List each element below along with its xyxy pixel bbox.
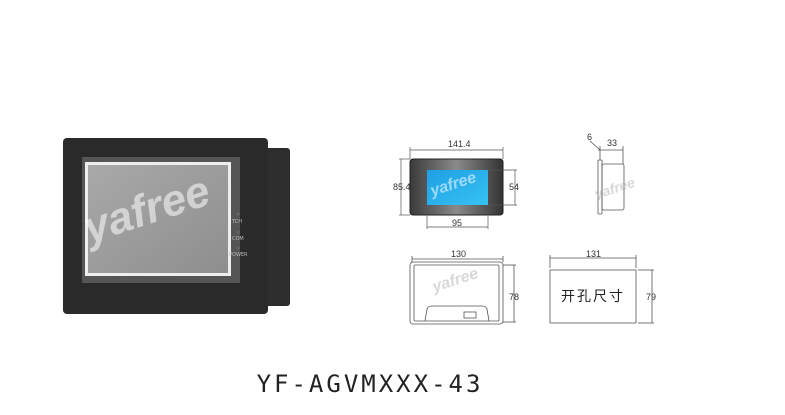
dim-front-width: 141.4 — [448, 139, 471, 149]
dim-back-height: 78 — [509, 292, 520, 302]
dim-front-height: 85.4 — [393, 182, 411, 192]
dim-back-width: 130 — [451, 249, 467, 259]
side-view-drawing — [589, 140, 625, 215]
dim-side-depth: 33 — [607, 138, 618, 148]
dim-cutout-width: 131 — [586, 249, 602, 259]
led-label-power: POWER — [229, 252, 248, 258]
dim-screen-height: 54 — [509, 182, 520, 192]
dim-side-bezel: 6 — [587, 132, 593, 142]
dim-cutout-height: 79 — [646, 292, 657, 302]
model-title: YF-AGVMXXX-43 — [256, 370, 484, 398]
back-view-drawing — [409, 256, 516, 325]
touch-screen — [88, 165, 228, 273]
panel-cutout-drawing — [549, 255, 654, 324]
dim-screen-width: 95 — [452, 218, 463, 228]
led-label-com: COM — [232, 236, 244, 242]
cutout-size-label: 开孔尺寸 — [561, 289, 625, 305]
led-label-tch: TCH — [232, 219, 243, 225]
housing-side — [262, 148, 290, 306]
front-view-drawing — [399, 147, 517, 229]
